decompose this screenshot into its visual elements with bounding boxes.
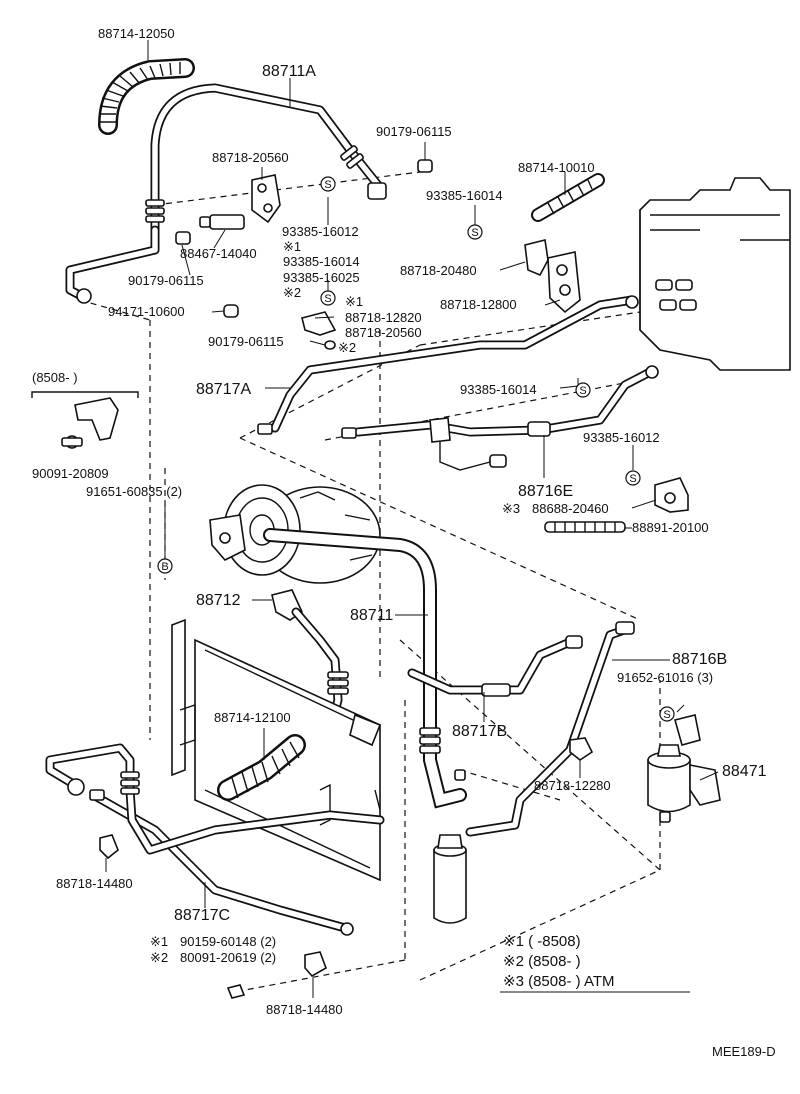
suction-hose-88711A	[65, 83, 387, 304]
label-88718-12820: 88718-12820	[345, 310, 422, 325]
label-88716E: 88716E	[518, 483, 573, 500]
label-88471: 88471	[722, 763, 767, 780]
s-symbol-f: S	[659, 706, 675, 722]
label-90091-20809: 90091-20809	[32, 466, 109, 481]
label-88717B: 88717B	[452, 723, 507, 740]
hose-88716E	[341, 365, 659, 471]
s-symbol-b: S	[467, 224, 483, 240]
label-star1-b: ※1	[345, 294, 363, 309]
label-88718-14480-a: 88718-14480	[56, 876, 133, 891]
leader-lines	[105, 40, 719, 998]
label-88714-12100: 88714-12100	[214, 710, 291, 725]
applicability-legend: ※1 ( -8508) ※2 (8508- ) ※3 (8508- ) ATM	[500, 933, 690, 993]
label-star2-b: ※2	[338, 340, 356, 355]
s-symbol-c: S	[320, 290, 336, 306]
pipe-88717C	[45, 743, 385, 936]
label-88714-10010: 88714-10010	[518, 160, 595, 175]
dryer-88471	[647, 714, 721, 823]
clamp-88718-12280	[569, 737, 594, 761]
label-star2-c: ※2	[150, 950, 168, 965]
catalog-code: MEE189-D	[712, 1044, 776, 1059]
s-symbol-a-text: S	[324, 179, 331, 191]
s-symbol-e: S	[625, 470, 641, 486]
pipe-88716B	[465, 621, 635, 837]
label-90179-06115-c: 90179-06115	[208, 334, 284, 349]
label-88718-20560-a: 88718-20560	[212, 150, 289, 165]
label-88717A: 88717A	[196, 381, 251, 398]
engine-port-fittings	[655, 279, 697, 311]
label-88712: 88712	[196, 592, 241, 609]
label-88711A: 88711A	[262, 63, 316, 80]
s-symbols: S S S S S S B	[157, 176, 675, 722]
pipe-88717A	[257, 295, 639, 435]
label-8508-bracket: (8508- )	[32, 370, 78, 385]
label-88716B: 88716B	[672, 651, 727, 668]
corrugated-hose-88714-12050	[98, 58, 195, 135]
label-90179-06115-a: 90179-06115	[376, 124, 452, 139]
label-91652-61016: 91652-61016 (3)	[617, 670, 713, 685]
label-88718-12800: 88718-12800	[440, 297, 517, 312]
label-90179-06115-b: 90179-06115	[128, 273, 204, 288]
label-88714-12050: 88714-12050	[98, 26, 175, 41]
label-star1-c: ※1	[150, 934, 168, 949]
label-88891-20100: 88891-20100	[632, 520, 709, 535]
label-93385-16012-a: 93385-16012	[282, 224, 359, 239]
label-90159-60148: 90159-60148 (2)	[180, 934, 276, 949]
corrugated-hose-88714-12100	[217, 734, 306, 801]
s-symbol-d-text: S	[579, 385, 586, 397]
label-93385-16014-a: 93385-16014	[426, 188, 503, 203]
clamp-88718-14480	[99, 834, 327, 999]
label-93385-16014-b: 93385-16014	[283, 254, 360, 269]
bracket-88688-20460	[654, 477, 689, 513]
bracket-8508-variant	[31, 391, 139, 449]
label-93385-16014-c: 93385-16014	[460, 382, 537, 397]
s-symbol-d: S	[575, 382, 591, 398]
label-88688-20460: 88688-20460	[532, 501, 609, 516]
label-star3: ※3	[502, 501, 520, 516]
label-88718-20480: 88718-20480	[400, 263, 477, 278]
label-88717C: 88717C	[174, 907, 230, 924]
s-symbol-c-text: S	[324, 293, 331, 305]
label-star2-a: ※2	[283, 285, 301, 300]
switch-bracket-assembly	[175, 159, 433, 318]
clamps-88718-20480-12800	[301, 239, 581, 350]
label-88718-14480-b: 88718-14480	[266, 1002, 343, 1017]
legend-line-2: ※2 (8508- )	[503, 953, 581, 970]
pipe-88717B	[407, 635, 583, 697]
label-93385-16012-b: 93385-16012	[583, 430, 660, 445]
legend-line-1: ※1 ( -8508)	[503, 933, 581, 950]
rod-88891-20100	[544, 521, 626, 533]
label-93385-16025: 93385-16025	[283, 270, 360, 285]
s-symbol-e-text: S	[629, 473, 636, 485]
label-80091-20619: 80091-20619 (2)	[180, 950, 276, 965]
label-94171-10600: 94171-10600	[108, 304, 185, 319]
label-88467-14040: 88467-14040	[180, 246, 257, 261]
engine-block	[639, 177, 791, 371]
label-88718-20560-b: 88718-20560	[345, 325, 422, 340]
b-symbol: B	[157, 558, 173, 574]
s-symbol-a: S	[320, 176, 336, 192]
tube-88714-10010	[531, 173, 605, 222]
s-symbol-b-text: S	[471, 227, 478, 239]
label-88718-12280: 88718-12280	[534, 778, 611, 793]
b-symbol-text: B	[161, 561, 168, 573]
receiver-dryer	[433, 769, 467, 924]
label-88711: 88711	[350, 607, 393, 624]
label-91651-60835: 91651-60835 (2)	[86, 484, 182, 499]
part-labels: 88714-12050 88711A 90179-06115 88718-205…	[32, 26, 767, 1017]
s-symbol-f-text: S	[663, 709, 670, 721]
legend-line-3: ※3 (8508- ) ATM	[503, 973, 615, 990]
discharge-hose-88711	[263, 528, 467, 809]
label-star1-a: ※1	[283, 239, 301, 254]
